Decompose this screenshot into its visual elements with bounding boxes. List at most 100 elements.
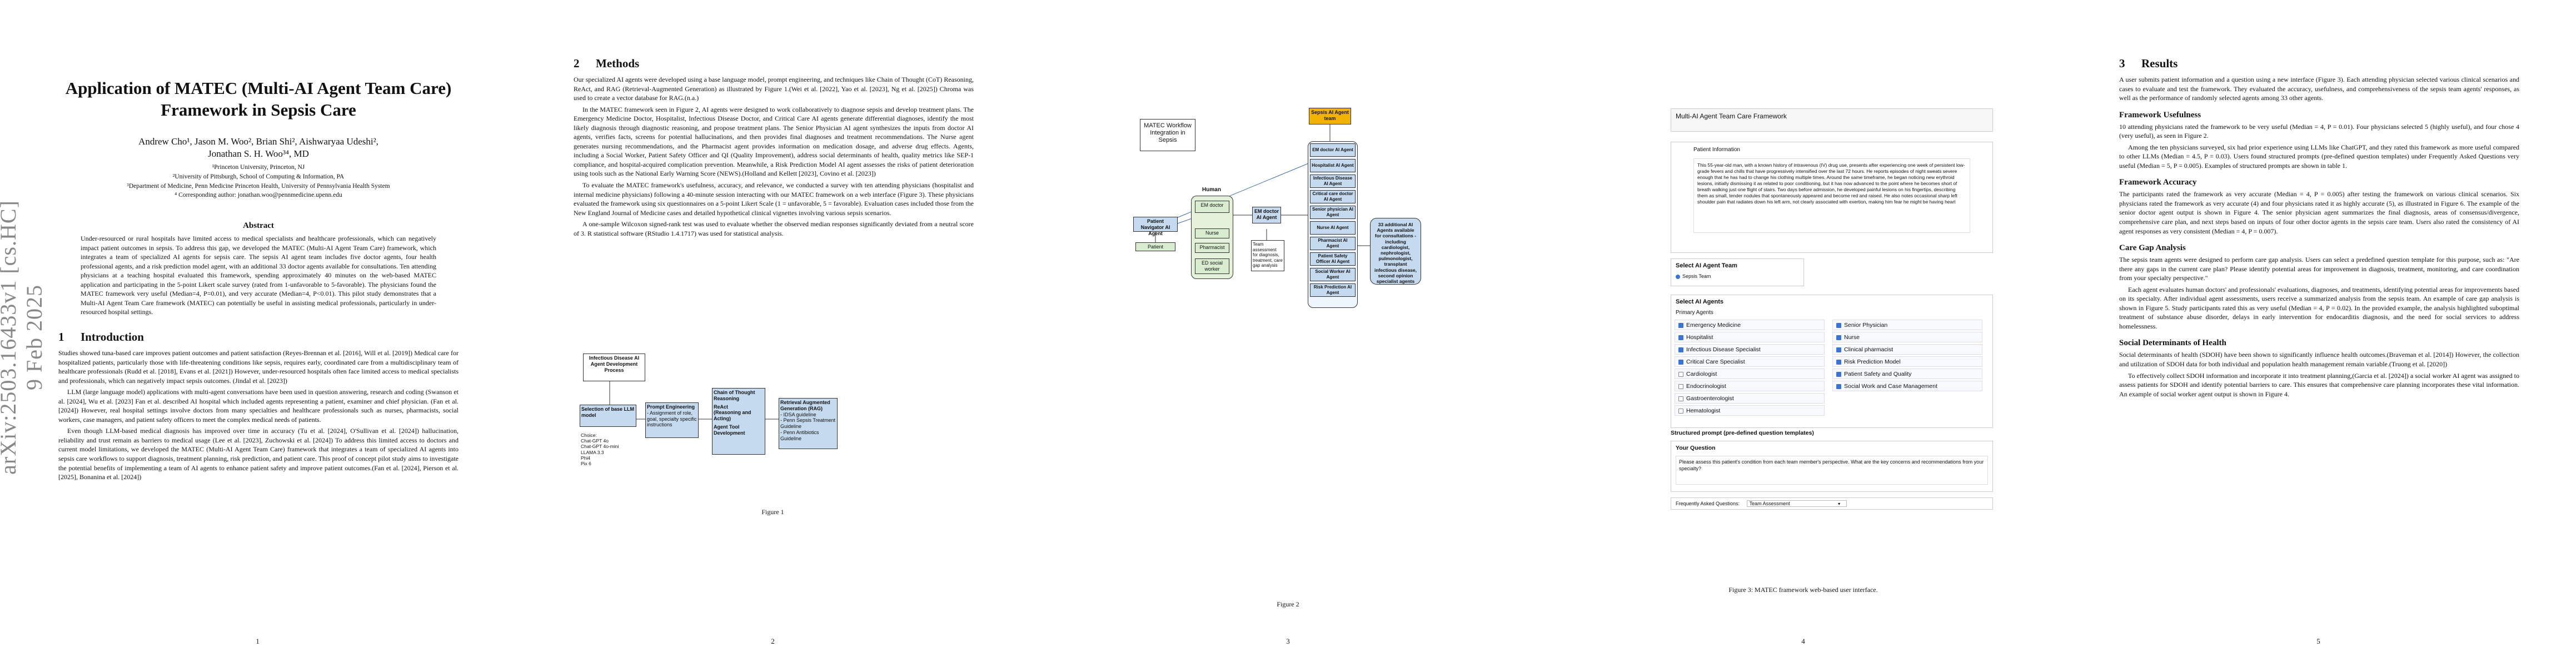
checkbox-unchecked-icon[interactable] (1678, 384, 1683, 389)
fig2-em-doctor: EM doctor (1195, 201, 1229, 213)
agent-checkbox-label: Patient Safety and Quality (1844, 371, 1912, 377)
fig2-additional-agents: 33 additional AI Agents available for co… (1370, 218, 1421, 285)
fig2-team-assessment: Team assessment for diagnosis, treatment… (1251, 240, 1284, 271)
agent-checkbox-label: Endocrinologist (1686, 383, 1726, 390)
checkbox-unchecked-icon[interactable] (1678, 408, 1683, 414)
fig2-team-label: Sepsis AI Agent team (1309, 108, 1351, 125)
fig2-patient-navigator: Patient Navigator AI Agent (1133, 217, 1178, 236)
fig1-prompt-items: - Assignment of role, goal, specialty sp… (647, 410, 697, 428)
methods-paragraph-4: A one-sample Wilcoxon signed-rank test w… (574, 220, 974, 237)
question-textarea[interactable]: Please assess this patient's condition f… (1676, 456, 1988, 485)
results-title: Results (2141, 57, 2178, 70)
sdoh-heading: Social Determinants of Health (2119, 339, 2226, 348)
fig2-agent-item: Pharmacist AI Agent (1310, 237, 1356, 250)
app-title: Multi-AI Agent Team Care Framework (1676, 112, 1787, 120)
agent-checkbox-row[interactable]: Social Work and Case Management (1832, 381, 1982, 391)
agent-checkbox-row[interactable]: Critical Care Specialist (1675, 356, 1825, 367)
page-number-1: 1 (256, 637, 260, 645)
patient-info-textarea[interactable]: This 55-year-old man, with a known histo… (1693, 158, 1970, 233)
agent-checkbox-row[interactable]: Hematologist (1675, 405, 1825, 416)
fig1-cot-title: Chain of Thought Reasoning (714, 390, 755, 401)
agent-checkbox-row[interactable]: Clinical pharmacist (1832, 344, 1982, 355)
select-agents-label: Select AI Agents (1676, 298, 1723, 305)
methods-paragraph-3: To evaluate the MATEC framework's useful… (574, 181, 974, 217)
primary-agents-label: Primary Agents (1676, 310, 1713, 316)
agent-checkbox-row[interactable]: Risk Prediction Model (1832, 356, 1982, 367)
fig2-agent-item: Patient Safety Officer AI Agent (1310, 252, 1356, 266)
agent-checkbox-label: Hematologist (1686, 407, 1721, 414)
figure-1: Infectious Disease AI Agent Development … (576, 349, 843, 488)
fig1-id-agent-box: Infectious Disease AI Agent Development … (583, 354, 645, 381)
fig2-agent-item: Hospitalist AI Agent (1310, 159, 1356, 172)
select-team-label: Select AI Agent Team (1676, 262, 1737, 269)
arxiv-identifier: arXiv:2503.16433v1 [cs.HC] 9 Feb 2025 (0, 200, 47, 475)
fig2-agent-item: Social Worker AI Agent (1310, 268, 1356, 281)
abstract-text: Under-resourced or rural hospitals have … (81, 235, 436, 316)
agent-checkbox-label: Gastroenterologist (1686, 395, 1734, 402)
intro-paragraph-2: LLM (large language model) applications … (58, 388, 459, 424)
usefulness-heading: Framework Usefulness (2119, 110, 2201, 120)
your-question-label: Your Question (1676, 445, 1716, 451)
agent-checkbox-label: Risk Prediction Model (1844, 359, 1901, 365)
fig1-reasoning-box: Chain of Thought Reasoning ReAct (Reason… (712, 388, 765, 455)
checkbox-checked-icon[interactable] (1836, 371, 1841, 377)
results-number: 3 (2119, 57, 2125, 70)
faq-label: Frequently Asked Questions: (1676, 501, 1740, 506)
fig1-agent-tool-title: Agent Tool Development (714, 424, 745, 436)
agent-checkbox-row[interactable]: Senior Physician (1832, 320, 1982, 330)
fig2-agent-item: Nurse AI Agent (1310, 221, 1356, 235)
accuracy-paragraph: The participants rated the framework as … (2119, 190, 2519, 235)
agent-checkbox-row[interactable]: Patient Safety and Quality (1832, 369, 1982, 379)
fig1-rag-box: Retrieval Augmented Generation (RAG) - I… (779, 398, 838, 449)
agent-checkbox-row[interactable]: Hospitalist (1675, 332, 1825, 342)
question-panel: Your Question Please assess this patient… (1671, 441, 1993, 492)
checkbox-checked-icon[interactable] (1678, 359, 1683, 365)
intro-number: 1 (58, 330, 64, 344)
figure-3-ui: Multi-AI Agent Team Care Framework Patie… (1671, 108, 1993, 520)
fig2-pharmacist: Pharmacist (1195, 243, 1229, 253)
fig2-patient: Patient (1135, 242, 1175, 251)
agent-checkbox-row[interactable]: Cardiologist (1675, 369, 1825, 379)
figure-2: MATEC Workflow Integration in Sepsis Sep… (1133, 107, 1444, 362)
fig2-nurse: Nurse (1195, 228, 1229, 238)
agent-checkbox-row[interactable]: Gastroenterologist (1675, 393, 1825, 404)
checkbox-unchecked-icon[interactable] (1678, 396, 1683, 401)
usefulness-paragraph-1: 10 attending physicians rated the framew… (2119, 122, 2519, 140)
accuracy-heading: Framework Accuracy (2119, 178, 2197, 187)
agent-checkbox-row[interactable]: Infectious Disease Specialist (1675, 344, 1825, 355)
agent-checkbox-label: Critical Care Specialist (1686, 359, 1745, 365)
checkbox-checked-icon[interactable] (1836, 347, 1841, 352)
page-number-3: 3 (1286, 637, 1290, 645)
checkbox-checked-icon[interactable] (1836, 384, 1841, 389)
affiliation-4: ⁴ Corresponding author: jonathan.woo@pen… (175, 192, 342, 199)
intro-paragraph-1: Studies showed tuna-based care improves … (58, 349, 459, 385)
checkbox-checked-icon[interactable] (1678, 322, 1683, 328)
checkbox-checked-icon[interactable] (1678, 335, 1683, 340)
affiliation-3: ³Department of Medicine, Penn Medicine P… (127, 182, 390, 190)
checkbox-checked-icon[interactable] (1678, 347, 1683, 352)
abstract-heading: Abstract (243, 221, 274, 231)
fig1-react-title: ReAct (Reasoning and Acting) (714, 404, 751, 422)
team-radio[interactable]: Sepsis Team (1676, 273, 1799, 279)
agent-checkbox-row[interactable]: Emergency Medicine (1675, 320, 1825, 330)
methods-number: 2 (574, 57, 580, 70)
agent-checkbox-row[interactable]: Nurse (1832, 332, 1982, 342)
checkbox-checked-icon[interactable] (1836, 335, 1841, 340)
fig2-agent-item: EM doctor AI Agent (1310, 143, 1356, 157)
fig2-agent-item: Critical care doctor AI Agent (1310, 190, 1356, 203)
fig2-em-ai-agent: EM doctor AI Agent (1252, 207, 1281, 223)
checkbox-checked-icon[interactable] (1836, 359, 1841, 365)
faq-select[interactable]: Team Assessment (1746, 500, 1847, 507)
faq-row: Frequently Asked Questions: Team Assessm… (1671, 497, 1993, 510)
fig2-human-group: EM doctor Nurse Pharmacist ED social wor… (1191, 196, 1233, 279)
fig1-prompt-engineering-box: Prompt Engineering - Assignment of role,… (645, 402, 699, 438)
checkbox-checked-icon[interactable] (1836, 322, 1841, 328)
checkbox-unchecked-icon[interactable] (1678, 371, 1683, 377)
app-header: Multi-AI Agent Team Care Framework (1671, 108, 1993, 132)
agent-checkbox-row[interactable]: Endocrinologist (1675, 381, 1825, 391)
methods-paragraph-2: In the MATEC framework seen in Figure 2,… (574, 105, 974, 178)
results-heading: 3 Results (2119, 57, 2519, 71)
